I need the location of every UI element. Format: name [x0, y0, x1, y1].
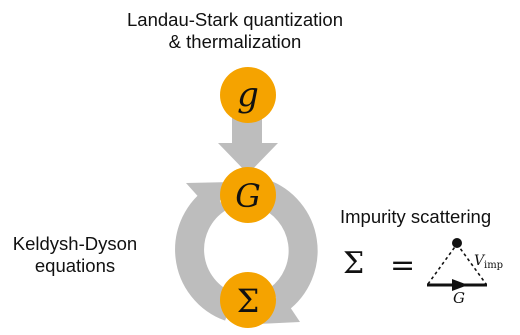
propagator-arrowhead — [452, 279, 468, 291]
equation-equals: = — [390, 248, 415, 283]
feynman-diagram — [427, 238, 487, 291]
keldysh-dyson-line-2: equations — [34, 255, 116, 277]
title-line-2: & thermalization — [168, 31, 302, 53]
node-G-label: G — [235, 177, 261, 215]
vertex-label-sub: imp — [484, 260, 503, 271]
node-sigma-label: Σ — [237, 282, 260, 320]
right-cycle-arc — [256, 179, 318, 312]
title: Landau-Stark quantization & thermalizati… — [105, 9, 365, 53]
node-g — [220, 67, 276, 123]
node-sigma — [220, 272, 276, 328]
node-g-label: g — [237, 75, 259, 115]
title-line-1: Landau-Stark quantization — [127, 9, 343, 30]
impurity-vertex-dot — [452, 238, 462, 248]
keldysh-dyson-line-1: Keldysh-Dyson — [12, 233, 138, 254]
cycle-ring — [175, 179, 318, 321]
keldysh-dyson-label: Keldysh-Dyson equations — [0, 233, 150, 277]
impurity-scattering-heading: Impurity scattering — [340, 206, 492, 227]
vertex-label: V — [474, 253, 486, 269]
propagator-label: G — [453, 289, 465, 307]
equation-sigma: Σ — [343, 246, 364, 281]
node-G — [220, 167, 276, 223]
left-cycle-arc — [175, 185, 236, 321]
